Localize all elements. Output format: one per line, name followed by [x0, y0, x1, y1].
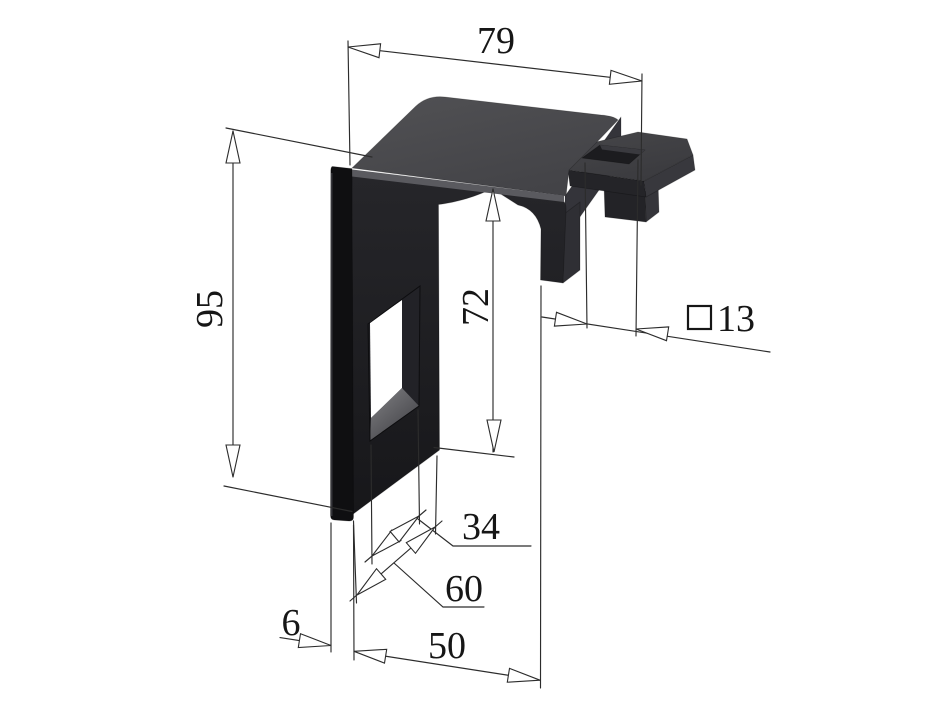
leg-slot: [367, 285, 421, 442]
dim-label-34: 34: [462, 506, 500, 548]
arrowhead: [389, 515, 420, 543]
ext-line: [640, 73, 643, 186]
dim-label-60: 60: [445, 568, 483, 610]
dim-label-95: 95: [189, 290, 231, 328]
dimension-6: 6: [279, 522, 355, 661]
arrowhead: [347, 43, 382, 59]
ext-line: [433, 446, 515, 458]
arrowhead: [635, 326, 670, 342]
dimension-13: 13: [541, 159, 771, 353]
dim-label-6: 6: [282, 602, 301, 644]
ext-line: [370, 444, 373, 565]
ext-line: [434, 455, 438, 535]
dim-label-72: 72: [455, 288, 497, 326]
dimension-50: 50: [353, 285, 542, 689]
arrowhead: [608, 69, 643, 85]
arrowhead: [353, 648, 388, 664]
slot-bottom-shelf: [370, 388, 419, 441]
arrowhead: [297, 632, 332, 649]
ext-line: [635, 159, 639, 337]
dimension-60: 60: [349, 455, 485, 610]
ext-line: [225, 127, 373, 158]
plate-top-face: [351, 96, 619, 197]
arrowhead: [506, 667, 541, 683]
arrowhead: [553, 311, 588, 327]
leader-line: [417, 518, 532, 547]
dim-label-79: 79: [477, 20, 515, 62]
arrowhead: [225, 130, 241, 164]
slot-outline: [367, 285, 421, 442]
dimension-95: 95: [189, 127, 373, 513]
arrowhead: [485, 188, 501, 222]
front-faces: [351, 171, 567, 515]
arrowhead: [225, 444, 241, 478]
square-symbol-icon: [686, 304, 713, 331]
dim-label-13: 13: [717, 298, 755, 340]
ext-line: [223, 485, 353, 513]
dimension-79: 79: [347, 20, 643, 186]
dimension-72: 72: [433, 188, 515, 458]
dimension-34: 34: [364, 409, 532, 565]
square-hole-inner-wall: [600, 145, 645, 155]
arrowhead: [486, 419, 502, 453]
ext-line: [584, 162, 588, 329]
bracket-part: [330, 96, 696, 522]
leader-line: [393, 562, 485, 608]
ext-line: [352, 524, 355, 661]
slot-right-wall: [402, 286, 420, 406]
slot-through-opening: [370, 300, 402, 418]
dimensions: 79 95 72 13: [189, 20, 771, 689]
ext-line: [417, 409, 421, 525]
arrowhead: [356, 567, 387, 596]
leg-left-face: [330, 166, 354, 522]
ext-line: [347, 40, 351, 166]
arrowhead: [405, 526, 436, 555]
dim-label-50: 50: [428, 625, 466, 667]
ext-line: [539, 285, 542, 689]
front-edge-highlight: [352, 169, 564, 202]
dim-line: [347, 46, 643, 82]
